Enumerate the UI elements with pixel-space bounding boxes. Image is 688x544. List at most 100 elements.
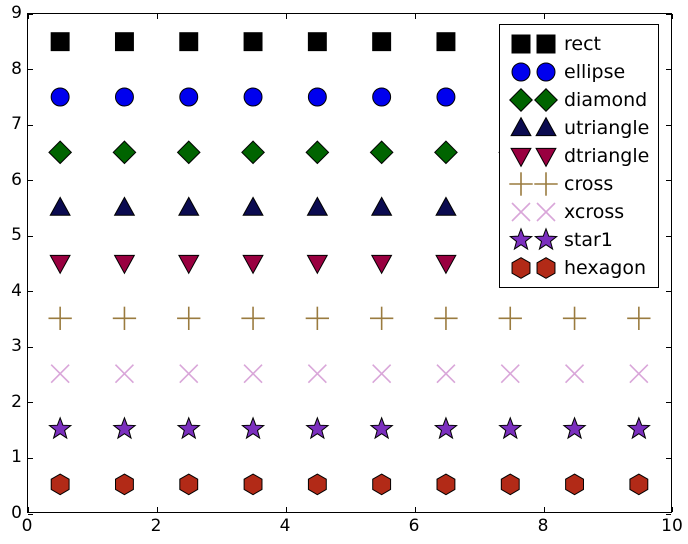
y-tick-mark: [28, 69, 33, 71]
y-tick-label: 9: [11, 3, 22, 23]
data-point-rect: [50, 32, 70, 52]
data-point-star1: [112, 416, 137, 440]
series-cross: [48, 306, 651, 330]
y-tick-mark: [666, 291, 671, 293]
legend-item-hexagon[interactable]: hexagon: [506, 254, 650, 282]
y-tick-label: 6: [11, 169, 22, 190]
legend-label-ellipse: ellipse: [564, 60, 626, 83]
data-point-diamond: [369, 140, 394, 165]
x-tick-mark: [414, 507, 416, 512]
y-tick-label: 0: [11, 503, 22, 523]
legend-label-rect: rect: [564, 32, 601, 55]
data-point-ellipse: [307, 87, 327, 107]
x-tick-mark: [671, 507, 673, 512]
y-tick-mark: [666, 402, 671, 404]
y-tick-mark: [666, 69, 671, 71]
legend-item-ellipse[interactable]: ellipse: [506, 58, 650, 86]
data-point-cross: [305, 306, 330, 330]
y-tick-label: 2: [11, 391, 22, 412]
legend-swatch-diamond-icon: [506, 86, 564, 114]
data-point-hexagon: [243, 473, 263, 496]
legend-item-cross[interactable]: cross: [506, 170, 650, 198]
data-point-star1: [305, 416, 330, 440]
data-point-xcross: [307, 364, 327, 384]
y-tick-mark: [666, 235, 671, 237]
data-point-cross: [562, 306, 587, 330]
legend-item-dtriangle[interactable]: dtriangle: [506, 142, 650, 170]
data-point-star1: [48, 416, 73, 440]
legend-swatch-utriangle-icon: [506, 114, 564, 142]
x-tick-mark: [27, 507, 29, 512]
data-point-utriangle: [370, 196, 393, 216]
data-point-diamond: [241, 140, 265, 165]
data-point-xcross: [565, 364, 585, 384]
data-point-cross: [48, 306, 72, 330]
x-tick-mark: [543, 507, 545, 512]
data-point-star1: [498, 416, 523, 440]
data-point-xcross: [436, 364, 456, 384]
x-tick-label: 8: [537, 516, 549, 536]
data-point-diamond: [305, 140, 330, 165]
data-point-dtriangle: [49, 254, 71, 275]
y-tick-mark: [666, 180, 671, 182]
legend-swatch-xcross-icon: [506, 198, 564, 226]
data-point-ellipse: [436, 87, 456, 107]
x-tick-label: 6: [408, 516, 420, 536]
legend-item-star1[interactable]: star1: [506, 226, 650, 254]
legend-item-rect[interactable]: rect: [506, 30, 650, 58]
y-tick-mark: [28, 513, 33, 515]
y-tick-mark: [28, 402, 33, 404]
legend-swatch-cross-icon: [506, 170, 564, 198]
y-tick-mark: [28, 457, 33, 459]
data-point-xcross: [179, 364, 199, 384]
data-point-dtriangle: [242, 254, 264, 275]
data-point-hexagon: [629, 473, 649, 496]
data-point-cross: [434, 306, 458, 330]
data-point-utriangle: [306, 196, 329, 216]
y-tick-label: 7: [11, 114, 22, 135]
legend-item-diamond[interactable]: diamond: [506, 86, 650, 114]
x-tick-mark: [27, 14, 29, 19]
data-point-utriangle: [113, 196, 136, 216]
data-point-ellipse: [50, 87, 70, 107]
y-tick-mark: [28, 124, 33, 126]
legend-item-utriangle[interactable]: utriangle: [506, 114, 650, 142]
y-tick-label: 1: [11, 447, 22, 468]
data-point-dtriangle: [178, 254, 200, 275]
data-point-hexagon: [565, 473, 584, 496]
legend-item-xcross[interactable]: xcross: [506, 198, 650, 226]
data-point-xcross: [629, 364, 649, 384]
data-point-hexagon: [50, 473, 70, 496]
x-tick-label: 0: [21, 516, 33, 536]
y-tick-label: 4: [11, 280, 22, 301]
y-tick-mark: [666, 457, 671, 459]
legend-label-xcross: xcross: [564, 200, 625, 223]
data-point-diamond: [112, 140, 137, 165]
y-tick-mark: [28, 346, 33, 348]
x-tick-label: 2: [150, 516, 162, 536]
data-point-star1: [433, 416, 458, 440]
x-tick-mark: [543, 14, 545, 19]
data-point-cross: [498, 306, 522, 330]
data-point-star1: [176, 416, 201, 440]
y-tick-label: 3: [11, 336, 22, 357]
legend-label-star1: star1: [564, 228, 613, 251]
y-tick-mark: [28, 180, 33, 182]
y-tick-mark: [666, 124, 671, 126]
x-tick-label: 10: [661, 516, 683, 536]
data-point-utriangle: [435, 196, 457, 216]
x-tick-mark: [671, 14, 673, 19]
data-point-star1: [369, 416, 394, 440]
x-tick-mark: [156, 507, 158, 512]
x-tick-mark: [414, 14, 416, 19]
data-point-rect: [436, 32, 456, 52]
legend-swatch-ellipse-icon: [506, 58, 564, 86]
data-point-dtriangle: [370, 254, 393, 275]
legend-swatch-star1-icon: [506, 226, 564, 254]
data-point-dtriangle: [306, 254, 329, 275]
data-point-hexagon: [436, 473, 456, 496]
